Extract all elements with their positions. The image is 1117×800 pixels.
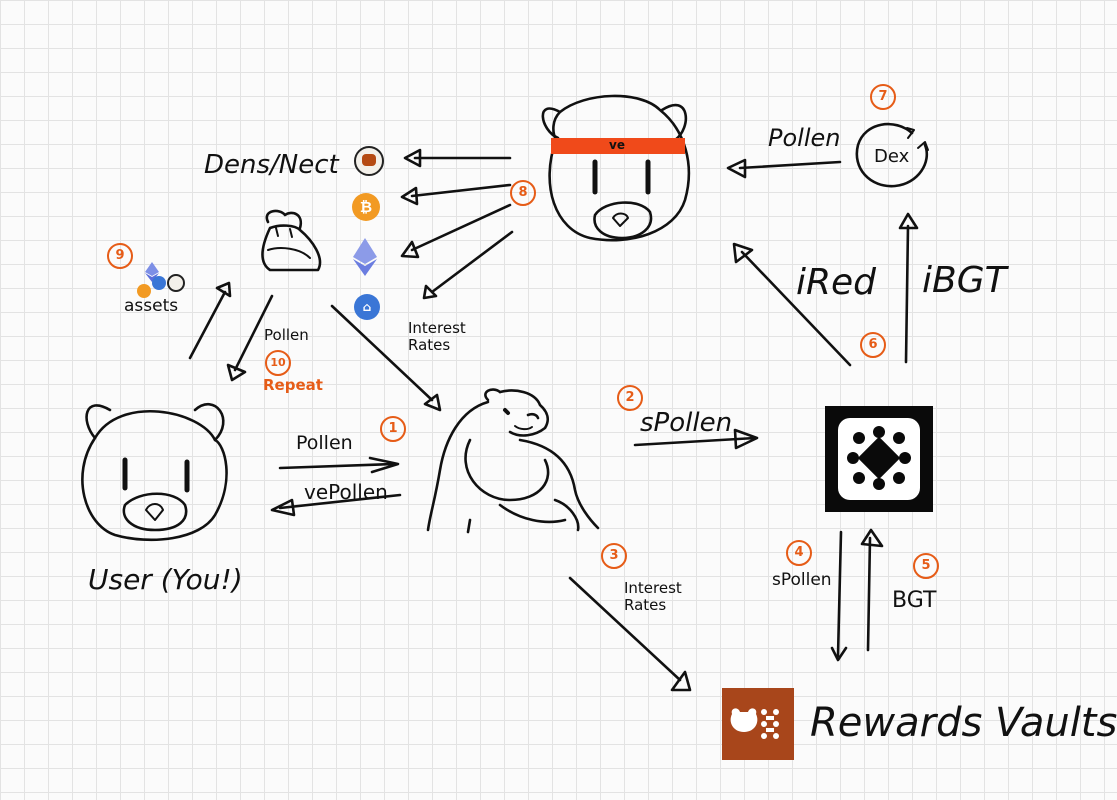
- step-6-badge: 6: [860, 332, 886, 358]
- ve-bear-head-icon: [541, 94, 691, 242]
- user-label: User (You!): [88, 563, 243, 596]
- step-1-badge: 1: [380, 416, 406, 442]
- user-bear-head-icon: [81, 402, 228, 542]
- arrows: [188, 148, 919, 692]
- step-10-badge: 10: [265, 350, 291, 376]
- dens-nect-label: Dens/Nect: [204, 150, 339, 180]
- step-7-badge: 7: [870, 84, 896, 110]
- pollen-down-label: Pollen: [264, 326, 309, 344]
- rewards-vaults-label: Rewards Vaults: [810, 700, 1117, 746]
- arrow-vepollen-to-user: [270, 493, 402, 517]
- ired-label: iRed: [796, 262, 877, 303]
- muscle-bear-icon: [426, 388, 600, 534]
- dex-cycle-icon: [855, 122, 929, 188]
- arrow-pollen-to-muscle: [278, 456, 400, 474]
- dex-label: Dex: [874, 146, 910, 167]
- headband-label: ve: [609, 138, 625, 152]
- step-3-badge: 3: [601, 543, 627, 569]
- bitcoin-asset-icon: [137, 284, 151, 298]
- ethereum-asset-icon: [145, 262, 159, 282]
- step-8-badge: 8: [510, 180, 536, 206]
- repeat-label: Repeat: [263, 376, 323, 394]
- blue-token-icon: ⌂: [354, 294, 380, 320]
- vepollen-label: vePollen: [304, 480, 388, 504]
- bitcoin-token-icon: ₿: [352, 193, 380, 221]
- spollen-right-label: sPollen: [640, 408, 733, 438]
- arrow-dens-to-muscle: [330, 304, 442, 412]
- blue-asset-icon: [152, 276, 166, 290]
- pollen-top-label: Pollen: [768, 124, 841, 152]
- pollen-right-label: Pollen: [296, 432, 353, 454]
- step-2-badge: 2: [617, 385, 643, 411]
- arrow-muscle-to-vaults: [568, 576, 692, 692]
- step-4-badge: 4: [786, 540, 812, 566]
- arrow-dex-to-ve-bear: [726, 158, 842, 179]
- honey-asset-icon: [167, 274, 185, 292]
- rewards-vault-logo-icon: [722, 688, 794, 760]
- step-5-badge: 5: [913, 553, 939, 579]
- arrow-user-to-dens: [188, 281, 232, 360]
- arrow-protocol-to-vaults: [830, 530, 848, 662]
- ethereum-token-icon: [352, 238, 378, 276]
- step-9-badge: 9: [107, 243, 133, 269]
- protocol-logo-icon: [825, 406, 933, 512]
- arrow-spollen-to-protocol: [633, 428, 759, 450]
- arrow-protocol-to-dex: [898, 212, 919, 364]
- spollen-down-label: sPollen: [772, 570, 832, 590]
- interest-rates-bottom-label: Interest Rates: [624, 579, 682, 614]
- bgt-label: BGT: [892, 588, 937, 613]
- interest-rates-top-label: Interest Rates: [408, 319, 466, 354]
- arrow-ve-to-tokens: [400, 148, 514, 300]
- ibgt-label: iBGT: [922, 260, 1007, 301]
- small-bear-icon: [261, 209, 322, 272]
- assets-label: assets: [124, 296, 179, 316]
- honey-token-icon: [354, 146, 384, 176]
- arrow-dens-to-user: [226, 294, 274, 382]
- arrow-protocol-to-ve-bear: [732, 242, 852, 367]
- arrow-vaults-to-protocol: [860, 528, 884, 652]
